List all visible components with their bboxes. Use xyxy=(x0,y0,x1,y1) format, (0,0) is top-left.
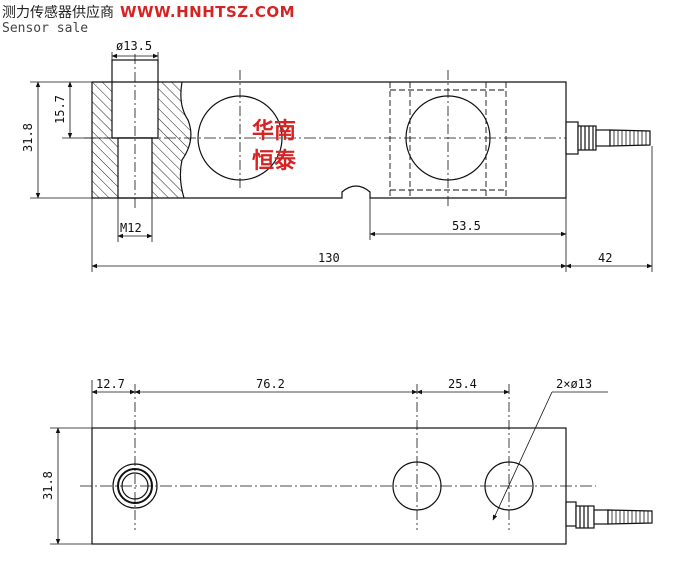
dim-length: 130 xyxy=(318,251,340,265)
website-link[interactable]: WWW.HNHTSZ.COM xyxy=(120,3,296,21)
site-header: 测力传感器供应商 WWW.HNHTSZ.COM xyxy=(2,2,295,22)
dim-hole-diameter: ø13.5 xyxy=(116,39,152,53)
break-line xyxy=(179,81,192,199)
cable-connector xyxy=(565,121,651,155)
dim-thread: M12 xyxy=(120,221,142,235)
body-outline xyxy=(91,81,567,199)
dim-step: 15.7 xyxy=(53,95,67,124)
dim-spacing-a: 76.2 xyxy=(256,377,285,391)
dim-offset: 12.7 xyxy=(96,377,125,391)
subtitle: Sensor sale xyxy=(2,21,89,36)
supplier-title: 测力传感器供应商 xyxy=(2,5,114,21)
dim-height: 31.8 xyxy=(21,123,35,152)
dim-width: 31.8 xyxy=(41,471,55,500)
dim-cable: 42 xyxy=(598,251,612,265)
dim-spacing-b: 25.4 xyxy=(448,377,477,391)
top-view xyxy=(50,380,653,545)
dim-holes: 2×ø13 xyxy=(556,377,592,391)
watermark-line1: 华南 xyxy=(252,118,296,144)
top-cable-connector xyxy=(565,501,653,529)
side-view xyxy=(30,52,653,272)
dim-hole-spacing: 53.5 xyxy=(452,219,481,233)
watermark-line2: 恒泰 xyxy=(252,148,297,174)
